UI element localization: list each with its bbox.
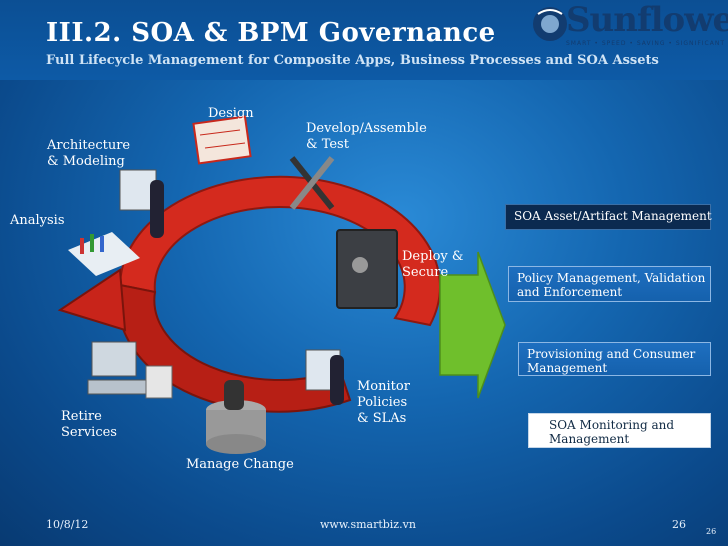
capability-policy-management: Policy Management, Validation and Enforc… — [508, 266, 711, 302]
footer-date: 10/8/12 — [46, 518, 89, 531]
stage-deploy-line2: Secure — [402, 265, 449, 280]
stage-deploy-line1: Deploy & — [402, 249, 464, 264]
stage-monitor-line2: Policies — [357, 395, 408, 410]
stage-retire-line1: Retire — [61, 409, 102, 424]
stage-manage-change: Manage Change — [186, 457, 294, 472]
logo-wordmark: Sunflower — [566, 0, 728, 40]
capability-policy-line1: Policy Management, Validation — [517, 271, 706, 285]
capability-asset-management: SOA Asset/Artifact Management — [505, 204, 712, 230]
lifecycle-cycle-ring — [57, 175, 441, 413]
capability-asset-management-label: SOA Asset/Artifact Management — [514, 209, 712, 223]
analysis-people-icon — [68, 232, 140, 276]
title-bar — [0, 0, 728, 80]
sunflower-emblem-icon — [533, 7, 567, 41]
transition-arrow — [439, 251, 506, 399]
manage-change-cylinder-icon — [206, 380, 266, 454]
stage-develop-line1: Develop/Assemble — [306, 121, 427, 136]
sunflower-logo: Sunflower SMART • SPEED • SAVING • SIGNI… — [530, 0, 728, 50]
slide-subtitle: Full Lifecycle Management for Composite … — [46, 53, 659, 68]
design-blueprint-icon — [192, 115, 252, 165]
capability-monitoring: SOA Monitoring and Management — [528, 413, 711, 448]
stage-architecture-line2: & Modeling — [47, 154, 125, 169]
stage-retire-line2: Services — [61, 425, 117, 440]
logo-tagline: SMART • SPEED • SAVING • SIGNIFICANT — [566, 40, 725, 47]
secure-safe-icon — [336, 229, 398, 309]
capability-provisioning-line2: Management — [527, 361, 608, 375]
stage-design: Design — [208, 106, 254, 121]
tools-icon — [289, 156, 335, 210]
slide-title: III.2. SOA & BPM Governance — [46, 18, 496, 48]
capability-provisioning: Provisioning and Consumer Management — [518, 342, 711, 376]
footer-page-number-small: 26 — [706, 527, 717, 536]
capability-policy-line2: and Enforcement — [517, 285, 623, 299]
stage-architecture-line1: Architecture — [47, 138, 131, 153]
monitoring-workstation-icon — [305, 349, 344, 405]
capability-monitoring-line2: Management — [549, 432, 630, 446]
stage-develop-line2: & Test — [306, 137, 349, 152]
footer-page-number: 26 — [672, 518, 686, 531]
lifecycle-diagram — [57, 115, 506, 454]
retire-computer-icon — [87, 341, 173, 399]
capability-monitoring-line1: SOA Monitoring and — [549, 418, 675, 432]
capability-provisioning-line1: Provisioning and Consumer — [527, 347, 696, 361]
stage-monitor-line1: Monitor — [357, 379, 410, 394]
stage-analysis: Analysis — [10, 213, 65, 228]
footer-url[interactable]: www.smartbiz.vn — [320, 518, 416, 531]
stage-monitor-line3: & SLAs — [357, 411, 407, 426]
architect-workstation-icon — [119, 169, 164, 238]
